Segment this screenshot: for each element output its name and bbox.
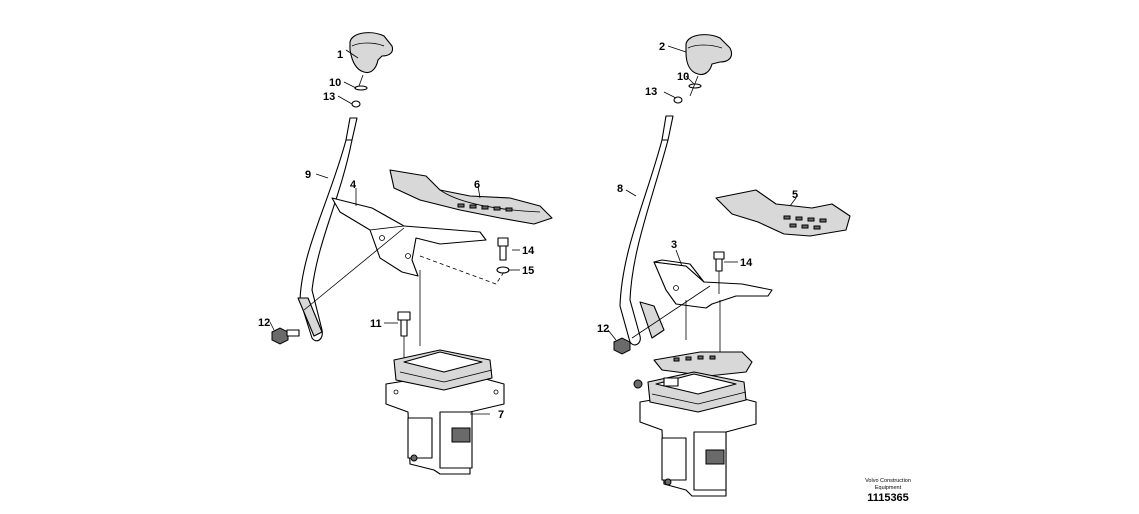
callout-part-15: 15 [522, 265, 534, 277]
lower-pedal [653, 351, 753, 377]
bolt-part-11 [397, 311, 411, 337]
callout-part-10: 10 [329, 77, 341, 89]
pedal-part-5 [715, 189, 851, 237]
lever-part-8 [619, 115, 674, 346]
bracket-part-3 [653, 259, 773, 309]
ring-part-10 [354, 85, 368, 91]
right-assembly: 2 10 13 8 5 3 14 12 [597, 34, 851, 497]
callout-part-1: 1 [337, 49, 343, 61]
lever-part-9 [297, 117, 358, 342]
brand-line-2: Equipment [875, 485, 902, 491]
callout-part-12: 12 [258, 317, 270, 329]
reference-number: 1115365 [867, 492, 909, 504]
nut-part-13-right [673, 96, 683, 104]
bolt-part-12-left [271, 327, 300, 345]
knob-part-2 [685, 34, 733, 76]
nut-part-13 [351, 100, 361, 108]
valve-part-7 [385, 349, 505, 475]
callout-part-14-right: 14 [740, 257, 753, 269]
callout-part-10-right: 10 [677, 71, 689, 83]
callout-part-14: 14 [522, 245, 535, 257]
callout-part-7: 7 [498, 409, 504, 421]
callout-part-2: 2 [659, 41, 665, 53]
pedal-part-6 [389, 169, 553, 225]
callout-part-13: 13 [323, 91, 335, 103]
callout-part-13-right: 13 [645, 86, 657, 98]
callout-part-5: 5 [792, 189, 798, 201]
ring-part-10-right [688, 83, 702, 89]
bracket-part-4 [331, 197, 487, 277]
callout-part-11: 11 [370, 318, 382, 330]
brand-line-1: Volvo Construction [865, 478, 911, 484]
bolt-part-14-right [713, 251, 725, 272]
drawing-footer: Volvo Construction Equipment 1115365 [865, 478, 911, 504]
left-assembly: 1 10 13 9 4 6 14 15 12 11 7 [258, 32, 553, 475]
callout-part-6: 6 [474, 179, 480, 191]
callout-part-8: 8 [617, 183, 623, 195]
callout-part-4: 4 [350, 179, 357, 191]
callout-part-9: 9 [305, 169, 311, 181]
knob-part-1 [349, 32, 394, 74]
callout-part-3: 3 [671, 239, 677, 251]
bolt-part-14-left [497, 237, 509, 261]
valve-unit-right [633, 371, 757, 497]
callout-part-12-right: 12 [597, 323, 609, 335]
washer-part-15 [496, 266, 510, 274]
bolt-part-12-right [613, 337, 631, 355]
